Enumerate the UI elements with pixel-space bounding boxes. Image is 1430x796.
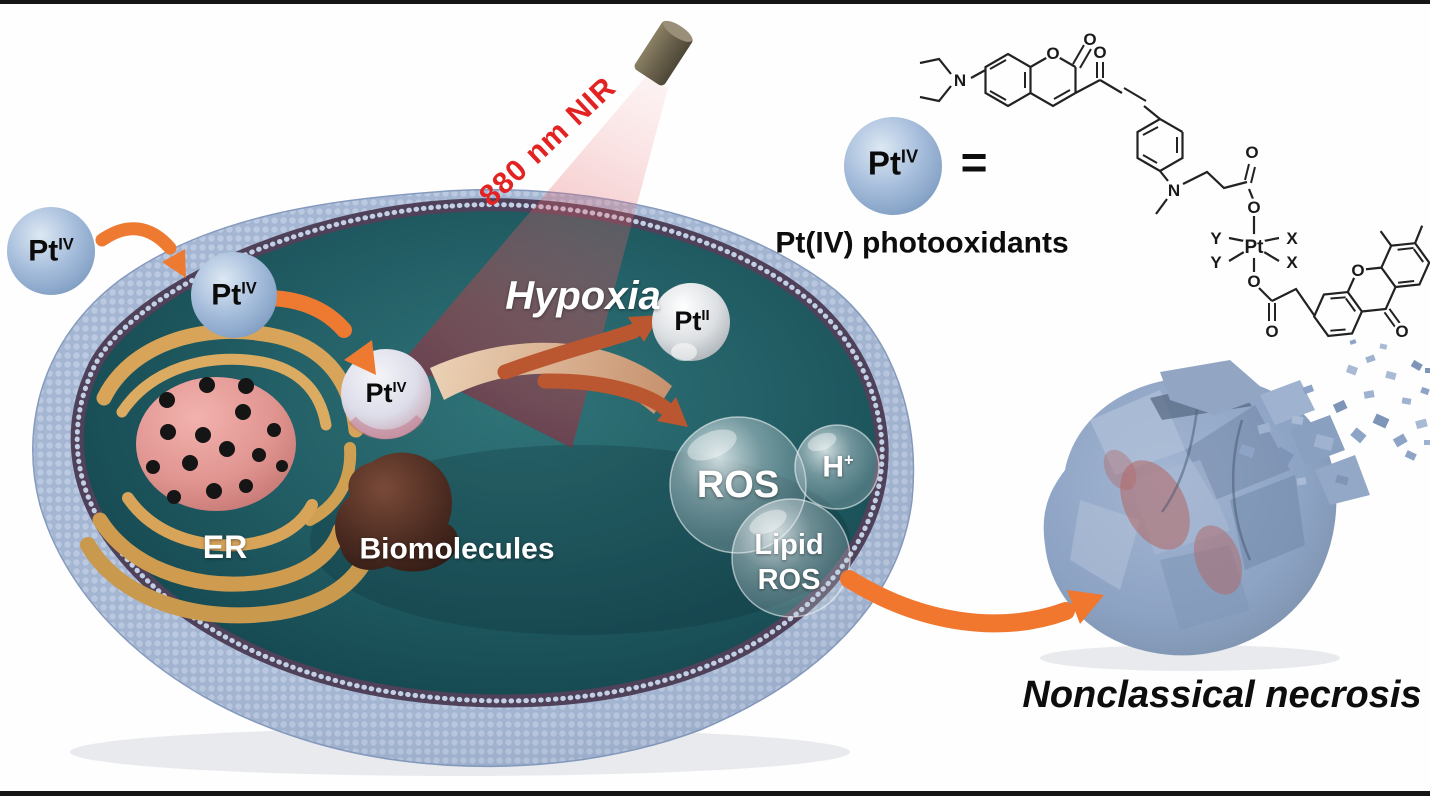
ptiv-label-extracellular: PtIV (28, 234, 74, 268)
nucleus-pores (146, 377, 288, 504)
proton-label: H+ (822, 450, 854, 484)
bottom-border (0, 791, 1430, 796)
bond-skeleton (919, 52, 1315, 316)
biomolecule-blob (335, 452, 459, 572)
ptiv-label-er: PtIV (365, 377, 407, 408)
atom-O-lactone-ring: O (1046, 44, 1059, 63)
atom-X-ligand-1: X (1286, 229, 1298, 248)
double-bonds (989, 44, 1276, 321)
atom-N-diethylamino: N (954, 71, 966, 90)
ros-label: ROS (696, 464, 780, 507)
arrow-to-necrosis (840, 570, 1104, 633)
er-structure (80, 323, 380, 624)
atom-Y-ligand-1: Y (1210, 229, 1222, 248)
necrosis-label: Nonclassical necrosis (1022, 674, 1422, 717)
atom-O-enone: O (1093, 43, 1106, 62)
lipid-ros-label-line2: ROS (757, 564, 821, 596)
ptiv-sphere-er-tint (348, 414, 424, 440)
ptii-sphere-glint (671, 343, 697, 361)
lipid-ros-bubble (731, 498, 851, 618)
arrow-to-ptii-head (628, 315, 660, 342)
uptake-arrow-2-head (344, 340, 376, 375)
legend-caption: Pt(IV) photooxidants (775, 226, 1069, 260)
necrotic-red-patch (1120, 460, 1190, 550)
atom-O-xanthone-carbonyl: O (1395, 322, 1408, 341)
ptiv-sphere-extracellular (7, 207, 95, 295)
atom-O-lower-carbonyl: O (1265, 322, 1278, 341)
atom-labels: N O O O N O O Y Y Pt X X O O O O (954, 30, 1409, 341)
er-label: ER (202, 529, 248, 566)
chemical-structure: N O O O N O O Y Y Pt X X O O O O (919, 30, 1430, 341)
activation-arrow-band (430, 342, 672, 414)
hypoxia-label: Hypoxia (505, 274, 661, 318)
atom-O-ester-carbonyl: O (1245, 143, 1258, 162)
arrow-to-ptii (497, 323, 642, 380)
atom-O-lactone-carbonyl: O (1083, 30, 1096, 49)
uptake-arrow-2 (262, 290, 352, 338)
nir-laser-source-icon (634, 20, 693, 86)
necrotic-cell (1043, 360, 1370, 656)
atom-Y-ligand-2: Y (1210, 253, 1222, 272)
uptake-arrow-1 (95, 222, 177, 255)
ptiv-sphere-membrane (191, 252, 277, 338)
proton-bubble (794, 424, 880, 510)
atom-O-xanthone-ring: O (1351, 261, 1364, 280)
legend-ptiv-label: PtIV (867, 144, 919, 182)
arrow-to-ros (537, 373, 673, 416)
necrotic-red-patch (1193, 525, 1243, 595)
lipid-ros-label: Lipid ROS (754, 528, 823, 598)
arrow-to-ros-head (657, 397, 688, 427)
equals-sign: = (960, 135, 988, 188)
branch-arrows (497, 315, 688, 427)
necrotic-cell-shadow (1040, 645, 1340, 671)
biomolecules-label: Biomolecules (359, 532, 555, 566)
ptii-sphere (652, 283, 730, 361)
atom-N-aniline: N (1168, 181, 1180, 200)
ptiv-sphere-er (341, 349, 431, 439)
ptiv-label-membrane: PtIV (211, 278, 257, 312)
lipid-ros-label-line1: Lipid (754, 529, 824, 561)
nucleus (136, 377, 296, 511)
atom-Pt-center: Pt (1245, 237, 1265, 258)
uptake-arrow-1-head (162, 249, 186, 278)
legend-ptiv-sphere (844, 117, 942, 215)
uptake-arrows (95, 222, 376, 375)
cell-debris (1238, 339, 1430, 486)
atom-O-axial: O (1247, 272, 1260, 291)
top-border (0, 0, 1430, 4)
xanthone-rings (1312, 225, 1430, 338)
atom-O-ester: O (1247, 198, 1260, 217)
ros-bubbles (669, 416, 880, 618)
ptii-label: PtII (674, 305, 710, 336)
atom-masks (951, 30, 1411, 340)
atom-X-ligand-2: X (1286, 253, 1298, 272)
bilayer-bead-row (74, 202, 885, 704)
